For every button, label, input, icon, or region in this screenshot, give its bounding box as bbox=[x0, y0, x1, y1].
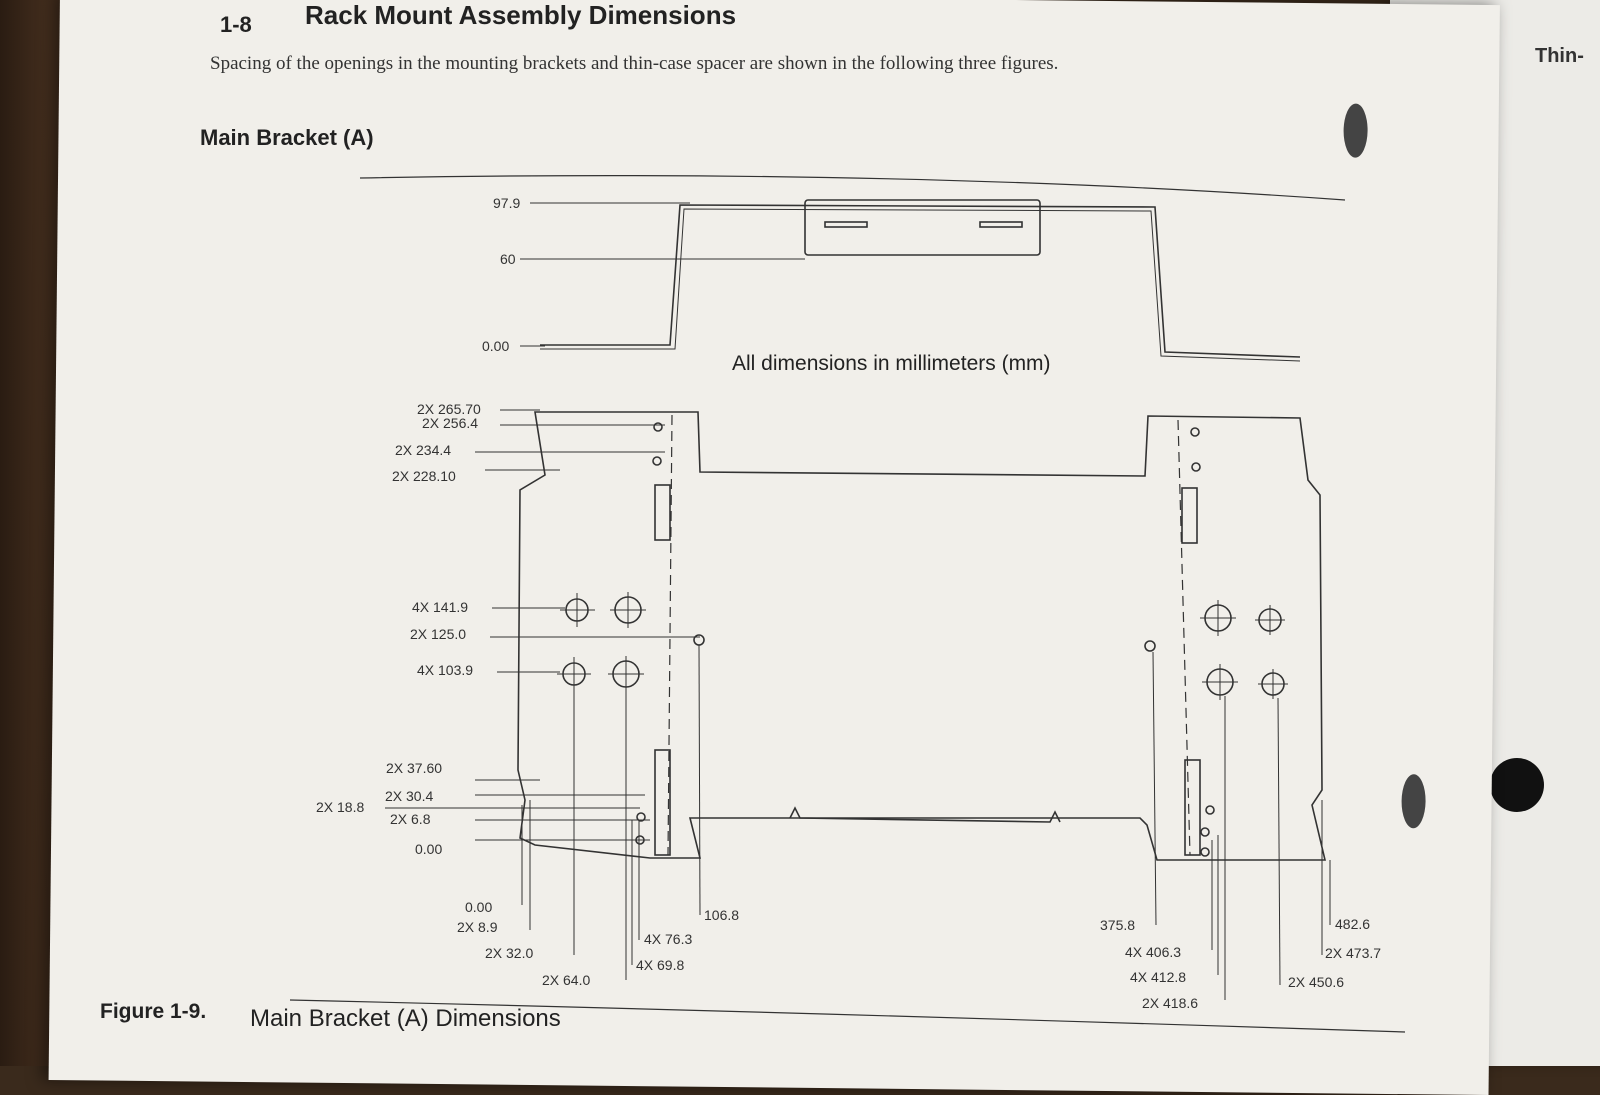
dim-label: 2X 37.60 bbox=[386, 760, 442, 776]
dim-label: 4X 412.8 bbox=[1130, 969, 1186, 985]
dim-label: 4X 76.3 bbox=[644, 931, 692, 947]
dim-label: 2X 18.8 bbox=[316, 799, 364, 815]
section-title: Rack Mount Assembly Dimensions bbox=[305, 0, 737, 30]
dim-label: 2X 125.0 bbox=[410, 626, 466, 642]
dim-label: 0.00 bbox=[415, 841, 442, 857]
top-view-label-60: 60 bbox=[500, 251, 516, 267]
dim-label: 2X 265.70 bbox=[417, 401, 481, 417]
dim-label: 2X 418.6 bbox=[1142, 995, 1198, 1011]
section-number: 1-8 bbox=[220, 12, 252, 37]
top-view-label-0: 0.00 bbox=[482, 338, 509, 354]
bracket-drawing: 97.9 60 0.00 All dimensions in millimete… bbox=[289, 175, 1406, 1033]
figure-caption: Main Bracket (A) Dimensions bbox=[250, 1005, 561, 1032]
dim-label: 2X 32.0 bbox=[485, 945, 533, 961]
dim-label: 2X 8.9 bbox=[457, 919, 498, 935]
dim-label: 2X 30.4 bbox=[385, 788, 433, 804]
subheading: Main Bracket (A) bbox=[200, 125, 374, 150]
units-note: All dimensions in millimeters (mm) bbox=[732, 352, 1051, 375]
dim-label: 2X 473.7 bbox=[1325, 945, 1381, 961]
dim-label: 4X 141.9 bbox=[412, 599, 468, 615]
section-intro: Spacing of the openings in the mounting … bbox=[210, 53, 1059, 74]
dim-label: 2X 228.10 bbox=[392, 468, 456, 484]
binder-hole-bottom bbox=[1490, 758, 1544, 812]
dim-label: 2X 6.8 bbox=[390, 811, 431, 827]
dim-label: 4X 103.9 bbox=[417, 662, 473, 678]
dim-label: 2X 234.4 bbox=[395, 442, 451, 458]
adjacent-page-tab: Thin- bbox=[1535, 45, 1584, 67]
dim-label: 2X 64.0 bbox=[542, 972, 590, 988]
figure-label: Figure 1-9. bbox=[100, 1000, 207, 1023]
dim-label: 4X 69.8 bbox=[636, 957, 684, 973]
dim-label: 2X 256.4 bbox=[422, 415, 478, 431]
top-view-label-97-9: 97.9 bbox=[493, 195, 520, 211]
dim-label: 4X 406.3 bbox=[1125, 944, 1181, 960]
dim-label: 2X 450.6 bbox=[1288, 974, 1344, 990]
dim-label: 0.00 bbox=[465, 899, 492, 915]
dim-label: 482.6 bbox=[1335, 916, 1370, 932]
dim-label: 375.8 bbox=[1100, 917, 1135, 933]
dim-label: 106.8 bbox=[704, 907, 739, 923]
